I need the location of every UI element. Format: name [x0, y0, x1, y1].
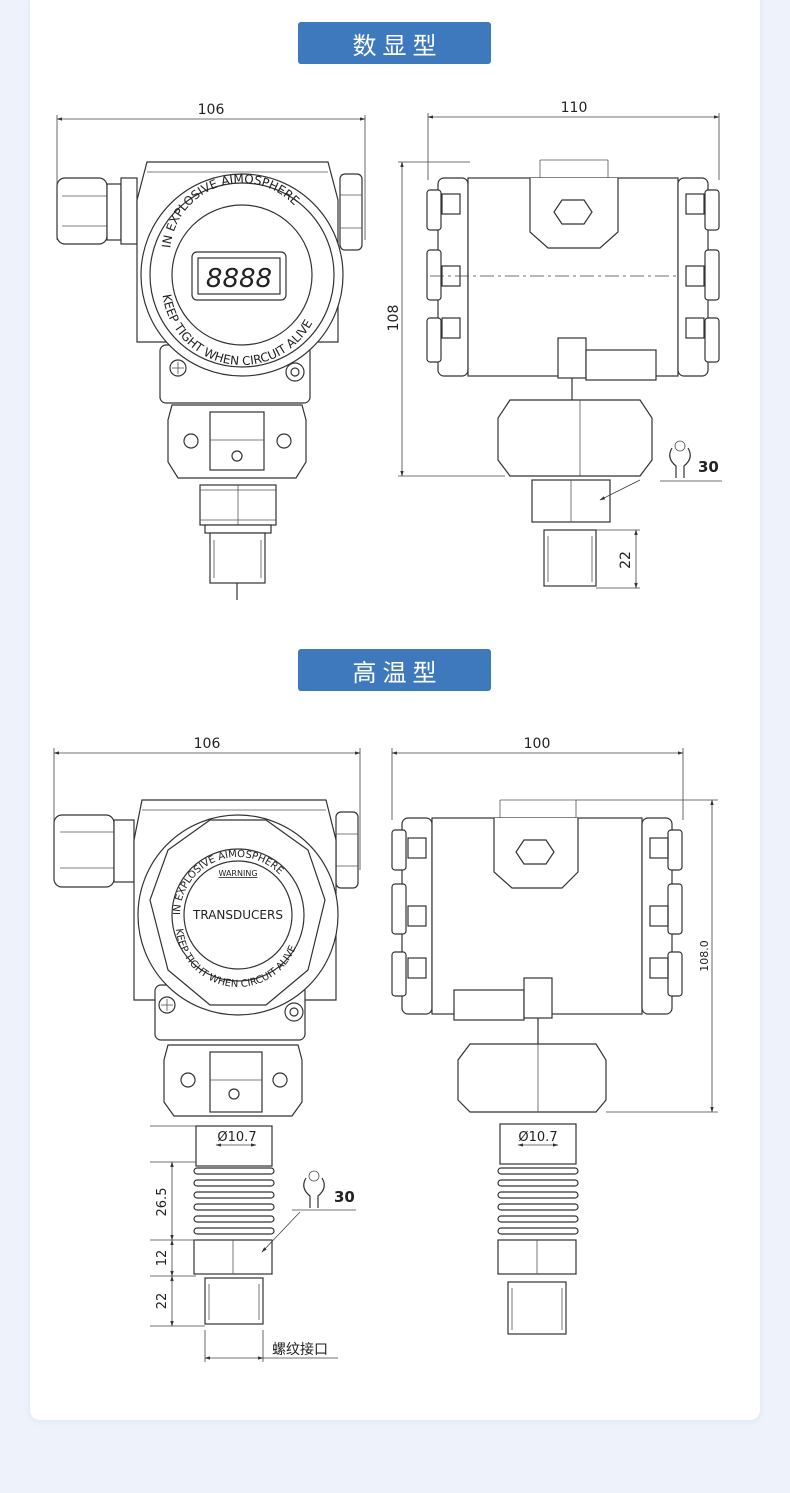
- dim-thread-1: 22: [618, 551, 634, 569]
- dim-side-height-2: 108.0: [698, 940, 711, 972]
- wrench-icon: [669, 440, 691, 478]
- dim-thread-2: 22: [155, 1293, 170, 1310]
- digital-front-view: 106 IN EXPLOSIVE AIMOSPHERE KEEP TIGHT W…: [56, 102, 366, 600]
- dim-side-width-2: 100: [524, 736, 551, 752]
- dim-hex: 12: [155, 1250, 170, 1267]
- dim-fin: 26.5: [155, 1188, 170, 1217]
- wrench-icon: [303, 1170, 325, 1208]
- digital-side-view: 110 108: [386, 100, 722, 589]
- lcd-display: 8888: [206, 264, 272, 294]
- dim-diameter-front: Ø10.7: [217, 1130, 256, 1145]
- dim-front-width-2: 106: [194, 736, 221, 752]
- dial-brand: TRANSDUCERS: [192, 908, 283, 922]
- thread-label: 螺纹接口: [272, 1341, 328, 1358]
- dim-front-width: 106: [198, 102, 225, 118]
- dim-side-width: 110: [561, 100, 588, 116]
- dim-wrench-1: 30: [698, 458, 719, 476]
- dim-diameter-side: Ø10.7: [518, 1130, 557, 1145]
- dim-wrench-2: 30: [334, 1188, 355, 1206]
- dial-warning: WARNING: [218, 869, 257, 878]
- dim-side-height: 108: [386, 305, 402, 332]
- high-temp-side-view: 100 108.0: [391, 736, 718, 1335]
- high-temp-front-view: 106 IN EXPLOSIVE AIMOSPHERE WARNING TRAN…: [53, 736, 361, 1362]
- section-tag-high-temp: 高温型: [298, 649, 491, 691]
- section-tag-digital: 数显型: [298, 22, 491, 64]
